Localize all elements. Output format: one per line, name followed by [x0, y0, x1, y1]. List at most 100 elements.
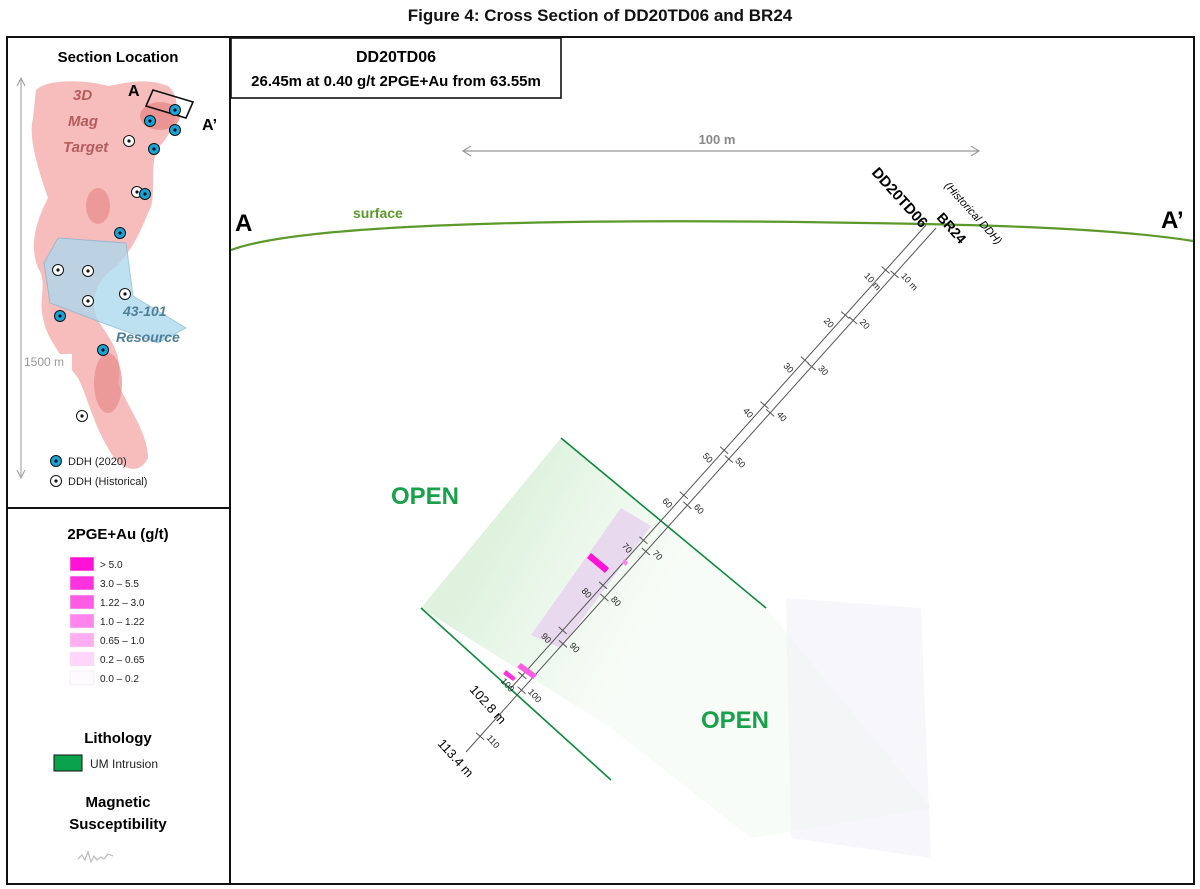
- scale-bar-arrow-right: [970, 145, 981, 157]
- grade-swatch: [69, 632, 95, 648]
- depth-tick: [558, 639, 568, 648]
- scale-label-bg: [22, 354, 72, 370]
- depth-tick: [890, 270, 899, 279]
- cross-section-panel: DD20TD06 26.45m at 0.40 g/t 2PGE+Au from…: [229, 36, 1195, 885]
- section-line-box: [144, 89, 195, 119]
- grade-range-label: 1.22 – 3.0: [100, 598, 145, 609]
- scale-label: 1500 m: [24, 355, 64, 369]
- resource-polygon: [43, 237, 188, 344]
- header-hole-id: DD20TD06: [356, 49, 436, 66]
- depth-tick: [800, 356, 810, 364]
- ddh-marker-dot: [101, 348, 105, 352]
- assay-interval-bottom: [503, 670, 516, 681]
- depth-tick: [639, 536, 648, 545]
- grade-range-label: > 5.0: [100, 560, 123, 571]
- scale-bar-arrow-left: [461, 145, 472, 157]
- grade-swatch: [69, 670, 95, 686]
- depth-tick-label: 20: [822, 316, 836, 330]
- assay-interval-moderate: [517, 663, 537, 679]
- assay-interval-high: [587, 553, 609, 573]
- ddh-marker-dot: [143, 192, 147, 196]
- um-intrusion-swatch: [53, 754, 83, 772]
- depth-tick: [765, 408, 775, 417]
- scale-arrow-head-top: [16, 76, 26, 87]
- ddh-marker-dot: [86, 269, 90, 273]
- ddh-marker-dot: [173, 108, 177, 112]
- magnetic-trace-icon: [77, 850, 114, 864]
- grade-swatch: [69, 651, 95, 667]
- grade-swatch: [69, 556, 95, 572]
- ddh-2020-legend-dot: [54, 459, 58, 463]
- depth-tick-label: 110: [485, 733, 502, 750]
- depth-tick: [600, 593, 609, 602]
- ddh-marker-dot: [86, 299, 90, 303]
- intercept-header-box: [230, 37, 562, 99]
- lithology-title: Lithology: [84, 730, 152, 747]
- depth-tick-label: 20: [858, 317, 872, 331]
- depth-tick-label: 50: [701, 451, 715, 465]
- resource-label-line-2: Resource: [116, 329, 180, 345]
- grade-range-label: 1.0 – 1.22: [100, 617, 145, 628]
- depth-tick: [558, 626, 568, 635]
- depth-tick: [848, 316, 858, 325]
- grade-range-label: 3.0 – 5.5: [100, 579, 139, 590]
- depth-tick: [881, 266, 890, 274]
- header-intercept: 26.45m at 0.40 g/t 2PGE+Au from 63.55m: [251, 73, 541, 90]
- magnetic-title-line-1: Magnetic: [85, 794, 150, 811]
- location-map: Section Location 3D Mag Target 43-101 Re…: [16, 49, 217, 488]
- section-location-panel: Section Location 3D Mag Target 43-101 Re…: [6, 36, 231, 509]
- eoh-depth-dd20td06: 102.8 m: [467, 682, 510, 727]
- target-label-line-3: Target: [63, 139, 109, 156]
- surface-label: surface: [353, 205, 403, 221]
- surface-line: [230, 220, 1194, 252]
- depth-tick: [598, 581, 608, 590]
- section-end-label: A’: [202, 117, 217, 134]
- depth-tick: [807, 362, 816, 371]
- ddh-marker-dot: [58, 314, 62, 318]
- depth-tick-label: 100: [526, 687, 543, 705]
- ddh-2020-legend-label: DDH (2020): [68, 456, 127, 468]
- hole-trace-dd20td06: [510, 224, 927, 689]
- open-label-upper: OPEN: [391, 483, 459, 510]
- mag-anomaly-core: [94, 353, 122, 413]
- depth-tick-label: 90: [539, 631, 553, 645]
- depth-tick: [682, 501, 692, 510]
- depth-tick: [719, 446, 729, 455]
- depth-tick-label: 50: [733, 456, 747, 470]
- grade-range-label: 0.65 – 1.0: [100, 636, 145, 647]
- ddh-marker-dot: [80, 414, 84, 418]
- section-end-a-prime: A’: [1161, 207, 1184, 234]
- scale-bar-label: 100 m: [699, 132, 736, 147]
- grade-legend-title: 2PGE+Au (g/t): [67, 526, 168, 543]
- ddh-marker-dot: [56, 268, 60, 272]
- section-start-label: A: [128, 83, 140, 100]
- grade-envelope: [531, 508, 651, 648]
- legend-panel: 2PGE+Au (g/t) > 5.0 3.0 – 5.5 1.22 – 3.0 1.…: [6, 507, 231, 885]
- mag-anomaly-core: [86, 188, 110, 224]
- ddh-historical-legend-dot: [54, 479, 58, 483]
- depth-tick: [724, 455, 734, 463]
- hole-label-dd20td06: DD20TD06: [868, 164, 931, 231]
- ddh-marker-dot: [127, 139, 131, 143]
- open-label-lower: OPEN: [701, 707, 769, 734]
- um-intrusion-label: UM Intrusion: [90, 757, 158, 771]
- depth-tick-label: 90: [567, 641, 581, 655]
- depth-tick: [517, 686, 526, 694]
- location-title: Section Location: [58, 49, 179, 66]
- grade-legend-items: > 5.0 3.0 – 5.5 1.22 – 3.0 1.0 – 1.22 0.65 –…: [69, 556, 145, 686]
- ddh-marker-dot: [152, 147, 156, 151]
- ddh-historical-legend-label: DDH (Historical): [68, 476, 147, 488]
- depth-tick-label: 40: [775, 409, 789, 423]
- depth-tick-label: 10 m: [899, 271, 920, 293]
- depth-tick: [840, 311, 850, 319]
- depth-tick-label: 80: [609, 594, 623, 608]
- grade-range-label: 0.2 – 0.65: [100, 655, 145, 666]
- hole-label-br24: BR24: [934, 209, 970, 246]
- ddh-marker-dot: [135, 190, 139, 194]
- depth-tick-label: 80: [580, 586, 594, 600]
- ddh-marker-dot: [118, 231, 122, 235]
- target-label-line-1: 3D: [73, 87, 92, 104]
- hole-trace-br24: [465, 227, 937, 753]
- cross-section-diagram: DD20TD06 26.45m at 0.40 g/t 2PGE+Au from…: [230, 37, 1194, 858]
